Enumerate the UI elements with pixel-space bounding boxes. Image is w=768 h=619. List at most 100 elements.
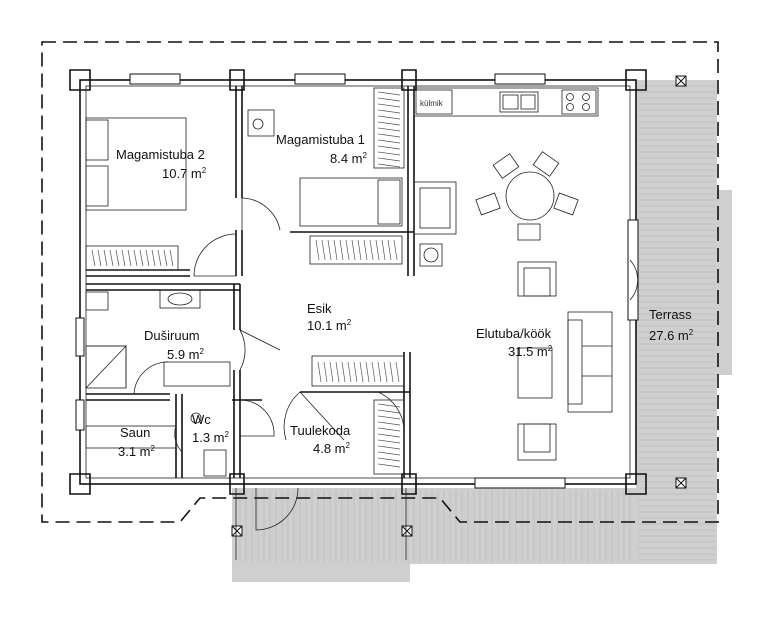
- hatch-line: [317, 361, 322, 383]
- hatch-line: [329, 361, 334, 383]
- room-area-saun: 3.1 m2: [118, 444, 156, 459]
- window-terrace: [627, 219, 639, 321]
- shower-bench: [163, 361, 231, 387]
- room-name-magamistuba2: Magamistuba 2: [116, 147, 205, 162]
- hatch-line: [377, 409, 401, 414]
- room-name-wc: Wc: [192, 412, 211, 427]
- wardrobe-bedroom2: [85, 245, 179, 271]
- door-shower-inner: [133, 361, 169, 395]
- hatch-line: [127, 249, 132, 267]
- hatch-line: [151, 249, 156, 267]
- hatch-line: [377, 445, 401, 450]
- desk-bedroom1: [247, 109, 275, 137]
- hatch-line: [327, 239, 332, 261]
- window-bedroom1: [294, 73, 346, 85]
- hatch-line: [377, 361, 382, 383]
- armchair-living-bottom: [517, 423, 557, 461]
- wc-fixtures: [190, 412, 227, 477]
- window-bedroom2: [129, 73, 181, 85]
- stove-round: [419, 243, 443, 267]
- hatch-line: [377, 463, 401, 468]
- window-living: [474, 477, 566, 489]
- hatch-line: [363, 239, 368, 261]
- armchair-kitchen: [413, 181, 457, 235]
- room-labels: Magamistuba 2 10.7 m2 Magamistuba 1 8.4 …: [116, 132, 694, 459]
- hatch-line: [97, 249, 102, 267]
- hatch-line: [377, 103, 401, 108]
- vestibule-bench: [311, 355, 405, 387]
- dining-table: [475, 151, 579, 241]
- door-vestibule-left: [283, 391, 345, 441]
- hatch-line: [383, 361, 388, 383]
- hatch-line: [377, 127, 401, 132]
- hatch-line: [115, 249, 120, 267]
- door-shower: [239, 329, 281, 371]
- room-area-dussiruum: 5.9 m2: [167, 347, 205, 362]
- hatch-line: [321, 239, 326, 261]
- hatch-line: [341, 361, 346, 383]
- door-bedroom1: [241, 197, 281, 231]
- hatch-line: [377, 433, 401, 438]
- terrace-boards: [239, 85, 715, 562]
- hatch-line: [103, 249, 108, 267]
- hatch-line: [369, 239, 374, 261]
- hatch-line: [377, 109, 401, 114]
- fridge: [415, 89, 453, 115]
- hatch-line: [377, 427, 401, 432]
- hatch-line: [163, 249, 168, 267]
- door-wc: [239, 399, 275, 437]
- hatch-line: [333, 239, 338, 261]
- hatch-line: [365, 361, 370, 383]
- room-area-terrass: 27.6 m2: [649, 328, 694, 343]
- hatch-line: [393, 239, 398, 261]
- room-area-magamistuba2: 10.7 m2: [162, 166, 207, 181]
- door-entrance: [255, 487, 299, 531]
- hatch-line: [387, 239, 392, 261]
- hatch-line: [347, 361, 352, 383]
- hatch-line: [375, 239, 380, 261]
- hatch-line: [377, 91, 401, 96]
- hatch-line: [377, 97, 401, 102]
- hatch-line: [339, 239, 344, 261]
- hatch-line: [133, 249, 138, 267]
- hatch-line: [145, 249, 150, 267]
- entrance-deck: [232, 488, 636, 564]
- hatch-line: [121, 249, 126, 267]
- room-name-esik: Esik: [307, 301, 332, 316]
- hatch-line: [157, 249, 162, 267]
- room-name-elutuba: Elutuba/köök: [476, 326, 552, 341]
- shoe-rack: [373, 399, 405, 475]
- armchair-living-top: [517, 261, 557, 297]
- doors: [133, 197, 639, 531]
- sauna-bench: [85, 425, 177, 449]
- hatch-line: [377, 439, 401, 444]
- hatch-line: [377, 145, 401, 150]
- hatch-line: [377, 457, 401, 462]
- sofa: [567, 311, 613, 413]
- wardrobe-hangers-1: [377, 91, 401, 168]
- hatch-line: [345, 239, 350, 261]
- kitchen-counter: [413, 87, 599, 117]
- wardrobe-hangers-2: [91, 249, 174, 267]
- door-bedroom2: [193, 233, 237, 277]
- roof-outline: [41, 41, 719, 523]
- kitchen-sink: [499, 91, 539, 113]
- room-area-magamistuba1: 8.4 m2: [330, 151, 368, 166]
- shower-tray: [85, 345, 127, 389]
- hatch-line: [377, 139, 401, 144]
- room-area-wc: 1.3 m2: [192, 430, 230, 445]
- hatch-line: [395, 361, 400, 383]
- door-vestibule-right: [377, 391, 405, 437]
- log-corners: [69, 69, 647, 495]
- hatch-line: [377, 163, 401, 168]
- wardrobe-bedroom1: [373, 87, 405, 169]
- hatch-line: [139, 249, 144, 267]
- door-terrace: [629, 259, 639, 301]
- coffee-table: [517, 347, 553, 399]
- room-name-terrass: Terrass: [649, 307, 692, 322]
- room-name-saun: Saun: [120, 425, 150, 440]
- hatch-line: [353, 361, 358, 383]
- bed-bedroom1: [299, 177, 403, 227]
- hatch-line: [377, 151, 401, 156]
